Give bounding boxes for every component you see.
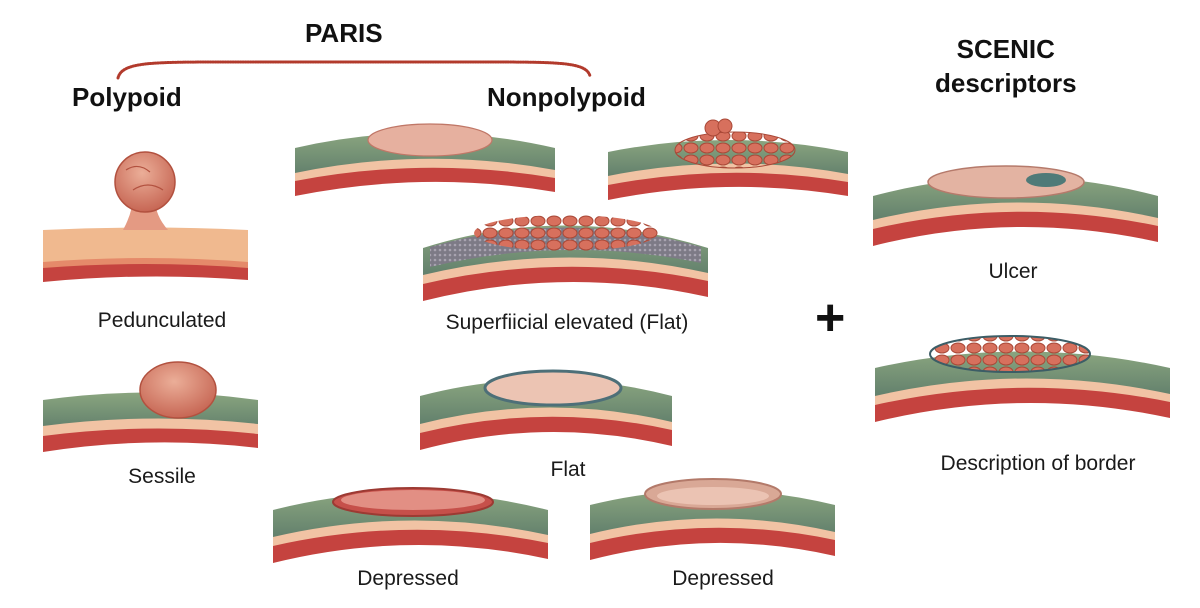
paris-bracket (116, 60, 592, 80)
paris-heading: PARIS (305, 18, 383, 48)
depressed-illustration-2 (590, 478, 835, 560)
caption-sessile: Sessile (128, 465, 196, 488)
nonpolypoid-slightly-elevated-illustration (295, 123, 555, 196)
caption-superficial-elevated: Superfiicial elevated (Flat) (445, 311, 689, 334)
scenic-heading-line1: SCENIC (956, 34, 1055, 64)
caption-border: Description of border (940, 452, 1136, 475)
nonpolypoid-nodular-illustration (608, 118, 848, 200)
caption-depressed-1: Depressed (357, 567, 459, 590)
superficial-elevated-illustration (423, 215, 708, 301)
pedunculated-illustration (43, 151, 248, 282)
caption-ulcer: Ulcer (988, 260, 1038, 283)
polypoid-heading: Polypoid (72, 82, 182, 112)
ulcer-illustration (873, 165, 1158, 246)
scenic-heading-line2: descriptors (935, 68, 1077, 98)
caption-depressed-2: Depressed (672, 567, 774, 590)
caption-pedunculated: Pedunculated (97, 309, 227, 332)
caption-flat: Flat (550, 458, 586, 481)
depressed-illustration-1 (273, 487, 548, 563)
sessile-illustration (43, 361, 258, 452)
flat-illustration (420, 369, 672, 450)
nonpolypoid-heading: Nonpolypoid (487, 82, 646, 112)
border-description-illustration (875, 335, 1170, 422)
scenic-heading: SCENIC descriptors (935, 32, 1077, 100)
plus-sign: + (815, 289, 846, 347)
